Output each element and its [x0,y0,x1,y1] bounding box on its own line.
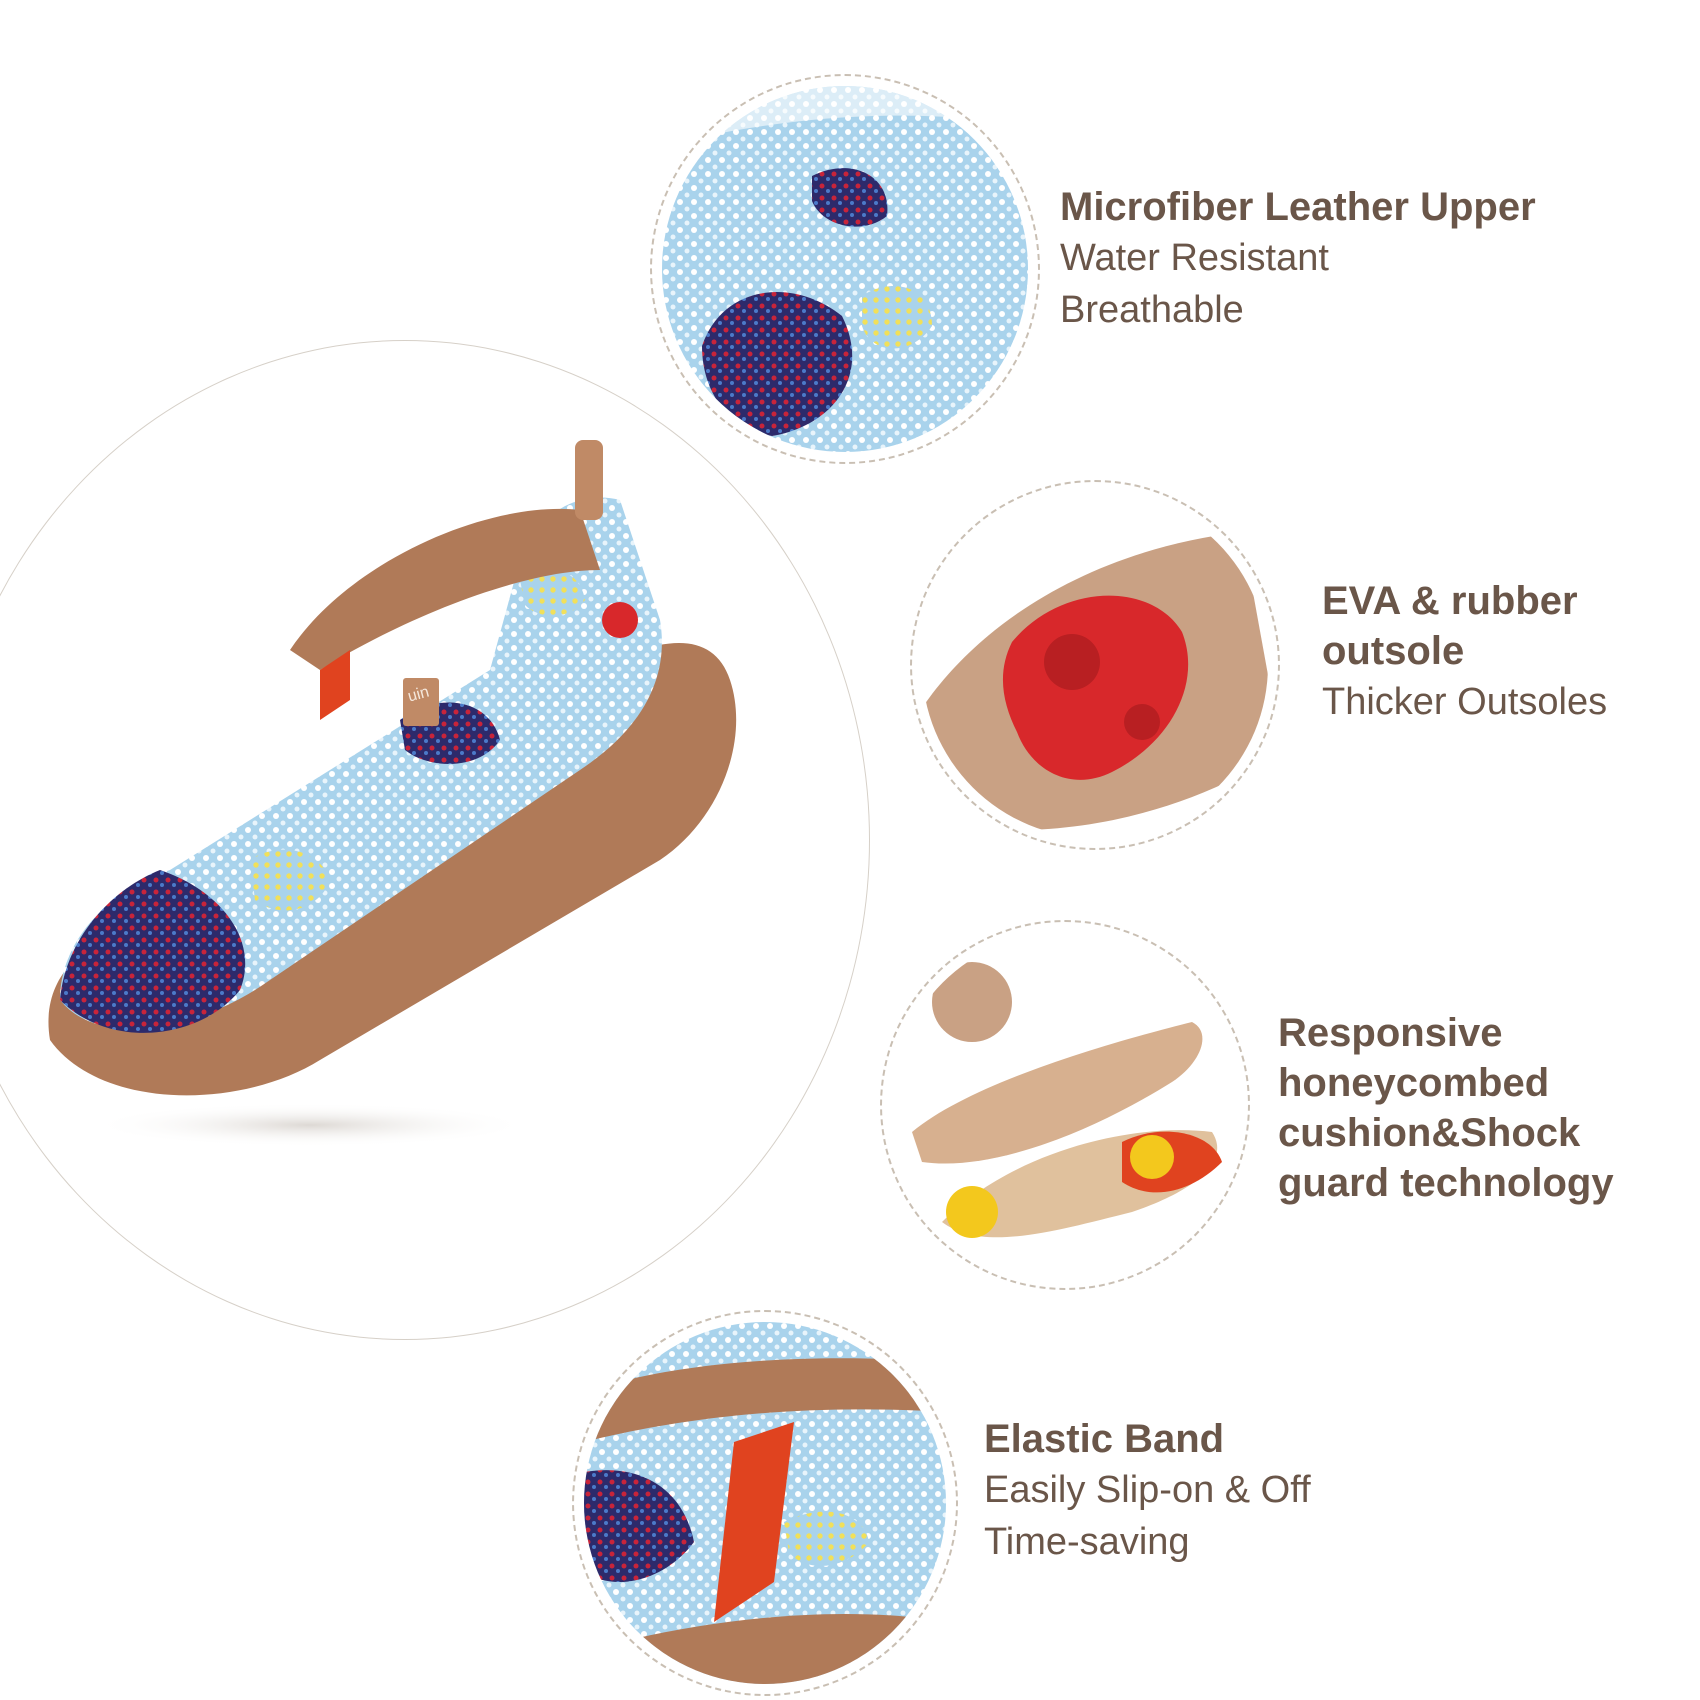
feature-elastic-line: Time-saving [984,1521,1190,1563]
feature-elastic-line: Easily Slip-on & Off [984,1469,1311,1511]
feature-outsole-line: Thicker Outsoles [1322,681,1608,723]
feature-outsole-title: EVA & rubber [1322,579,1578,623]
upper-closeup-image [662,86,1028,452]
feature-ring-outsole [910,480,1280,850]
feature-upper-line: Breathable [1060,289,1244,331]
feature-outsole: EVA & rubber outsole Thicker Outsoles [1322,576,1607,728]
hero-shoe-image: uin [20,420,760,1180]
feature-ring-insole [880,920,1250,1290]
feature-upper: Microfiber Leather Upper Water Resistant… [1060,182,1536,336]
feature-upper-title: Microfiber Leather Upper [1060,185,1536,229]
elastic-closeup-image [584,1322,946,1684]
feature-elastic: Elastic Band Easily Slip-on & Off Time-s… [984,1414,1311,1568]
feature-ring-upper [650,74,1040,464]
feature-elastic-title: Elastic Band [984,1417,1225,1461]
feature-insole-title: guard technology [1278,1161,1614,1205]
insole-closeup-image [892,932,1238,1278]
feature-insole-title: Responsive [1278,1011,1503,1055]
feature-insole-title: honeycombed [1278,1061,1550,1105]
feature-upper-line: Water Resistant [1060,237,1329,279]
feature-insole: Responsive honeycombed cushion&Shock gua… [1278,1008,1614,1208]
feature-insole-title: cushion&Shock [1278,1111,1581,1155]
outsole-closeup-image [922,492,1268,838]
feature-ring-elastic [572,1310,958,1696]
feature-outsole-title: outsole [1322,629,1465,673]
